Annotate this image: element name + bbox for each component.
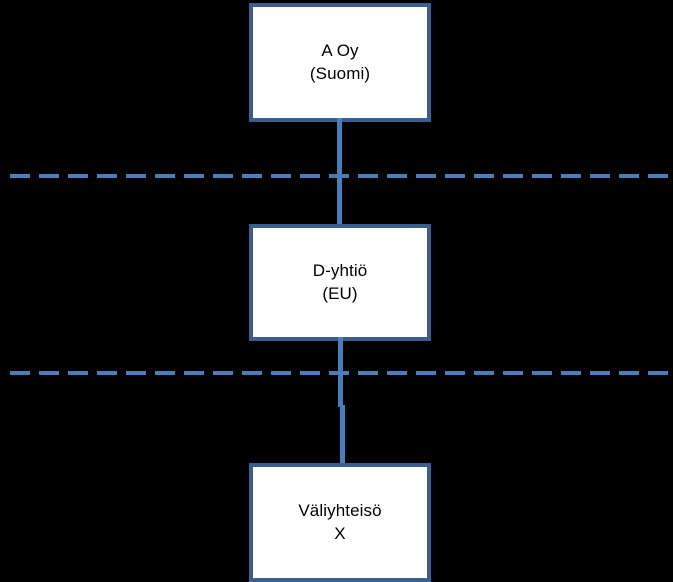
node-box-d-yhtio[interactable]: D-yhtiö (EU) [249,224,431,341]
node-label-a-oy-line1: A Oy [321,40,359,60]
node-label-d-yhtio-line1: D-yhtiö [312,260,368,280]
node-label-valiyhteiso-line1: Väliyhteisö [298,500,382,520]
node-box-valiyhteiso[interactable]: Väliyhteisö X [249,463,431,582]
dashed-boundary-line-2 [10,371,673,375]
node-label-a-oy-line2: (Suomi) [309,63,371,83]
node-label-d-yhtio-line2: (EU) [322,283,358,303]
dashed-boundary-line-1 [10,174,673,178]
connector-a-oy-to-d-yhtio [337,118,342,228]
connector-d-yhtio-to-valiyhteiso-lower-segment [340,405,345,467]
node-box-a-oy[interactable]: A Oy (Suomi) [249,3,431,122]
node-label-valiyhteiso-line2: X [334,523,346,543]
